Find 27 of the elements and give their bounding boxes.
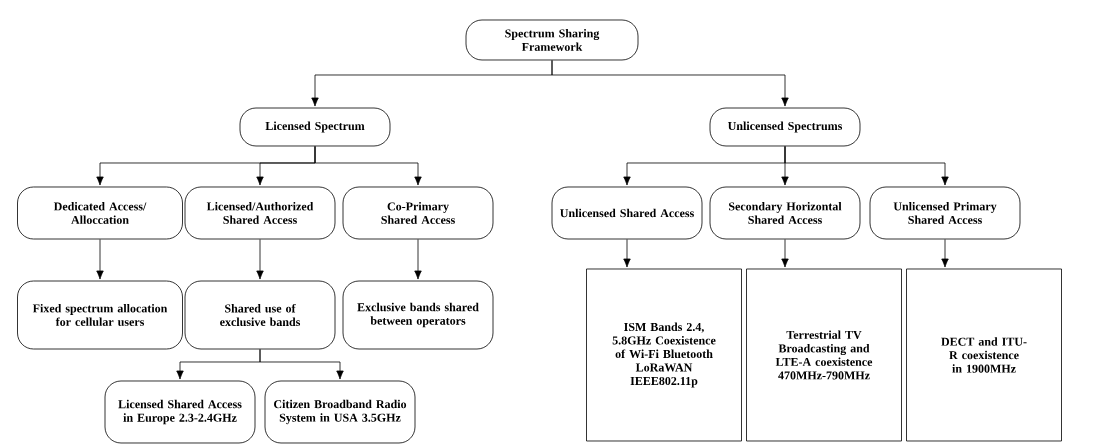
- rounded-box: Unlicensed Shared Access: [551, 186, 703, 240]
- rounded-box: Licensed/Authorized Shared Access: [184, 186, 336, 240]
- arrow: [781, 239, 789, 268]
- rounded-box: Secondary Horizontal Shared Access: [709, 186, 861, 240]
- rounded-box: Unlicensed Spectrums: [709, 107, 861, 147]
- arrow: [623, 239, 631, 268]
- arrow: [551, 60, 789, 107]
- rounded-box: Unlicensed Primary Shared Access: [869, 186, 1021, 240]
- arrow: [414, 239, 422, 280]
- arrow: [941, 239, 949, 268]
- arrow: [314, 146, 422, 186]
- arrow: [784, 146, 949, 186]
- arrow: [96, 239, 104, 280]
- arrow: [259, 349, 344, 380]
- rounded-box: Dedicated Access/ Alloccation: [17, 186, 183, 240]
- rounded-box: Fixed spectrum allocation for cellular users: [17, 280, 183, 350]
- rounded-box: Exclusive bands shared between operators: [342, 280, 494, 350]
- arrow: [256, 239, 264, 280]
- rounded-box: Citizen Broadband Radio System in USA 3.5GHz: [264, 380, 416, 444]
- text-box: Terrestrial TV Broadcasting and LTE-A coexistence 470MHz-790MHz: [746, 268, 902, 442]
- rounded-box: Co-Primary Shared Access: [342, 186, 494, 240]
- rounded-box: Spectrum Sharing Framework: [465, 19, 639, 61]
- text-box: ISM Bands 2.4, 5.8GHz Coexistence of Wi-Fi Bluetooth LoRaWAN IEEE802.11p: [586, 268, 742, 442]
- rounded-box: Licensed Shared Access in Europe 2.3-2.4GHz: [104, 380, 256, 444]
- rounded-box: Licensed Spectrum: [239, 107, 391, 147]
- rounded-box: Shared use of exclusive bands: [184, 280, 336, 350]
- text-box: DECT and ITU-R coexistence in 1900MHz: [906, 268, 1062, 442]
